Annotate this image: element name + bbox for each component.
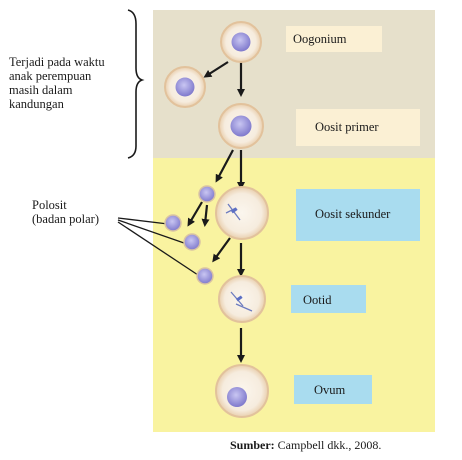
polosit-label-line-2: (badan polar) [32, 212, 99, 226]
side-note-line-4: kandungan [9, 97, 64, 111]
arrow-polosit-split-2 [201, 204, 210, 227]
polar-body-4 [196, 267, 214, 285]
cell-oogonium [220, 21, 262, 63]
side-note: Terjadi pada waktu anak perempuan masih … [9, 55, 105, 111]
pointer-line-2 [117, 219, 185, 244]
pointer-line-3 [117, 221, 199, 276]
label-box-ovum [294, 375, 372, 404]
cell-ovum [215, 364, 269, 418]
cell-oosit-sekunder [215, 186, 269, 240]
arrow-polosit-split-1 [187, 201, 203, 227]
label-ootid: Ootid [303, 293, 332, 307]
arrow-primer-to-polosit [215, 149, 234, 183]
cell-ootid [218, 275, 266, 323]
polosit-label-line-1: Polosit [32, 198, 67, 212]
side-note-line-1: Terjadi pada waktu [9, 55, 105, 69]
arrow-sekunder-to-polosit [212, 237, 231, 263]
cell-side [164, 66, 206, 108]
label-oosit-primer: Oosit primer [315, 120, 379, 134]
label-oogonium: Oogonium [293, 32, 347, 46]
polosit-label: Polosit (badan polar) [32, 198, 99, 226]
polar-body-1 [198, 185, 216, 203]
source-citation: Sumber: Campbell dkk., 2008. [230, 438, 381, 453]
label-box-oosit-primer [296, 109, 420, 146]
polar-body-2 [164, 214, 182, 232]
cell-oosit-primer [218, 103, 264, 149]
pointer-line-1 [117, 217, 169, 225]
side-note-line-3: masih dalam [9, 83, 73, 97]
label-ovum: Ovum [314, 383, 346, 397]
label-box-oogonium [286, 26, 382, 52]
polar-body-3 [183, 233, 201, 251]
arrow-oogonium-to-side [203, 61, 229, 78]
side-note-line-2: anak perempuan [9, 69, 92, 83]
label-box-ootid [291, 285, 366, 313]
label-box-oosit-sekunder [296, 189, 420, 241]
source-text: Campbell dkk., 2008. [277, 438, 382, 452]
source-prefix: Sumber: [230, 438, 275, 452]
curly-brace [127, 9, 145, 159]
label-oosit-sekunder: Oosit sekunder [315, 207, 391, 221]
